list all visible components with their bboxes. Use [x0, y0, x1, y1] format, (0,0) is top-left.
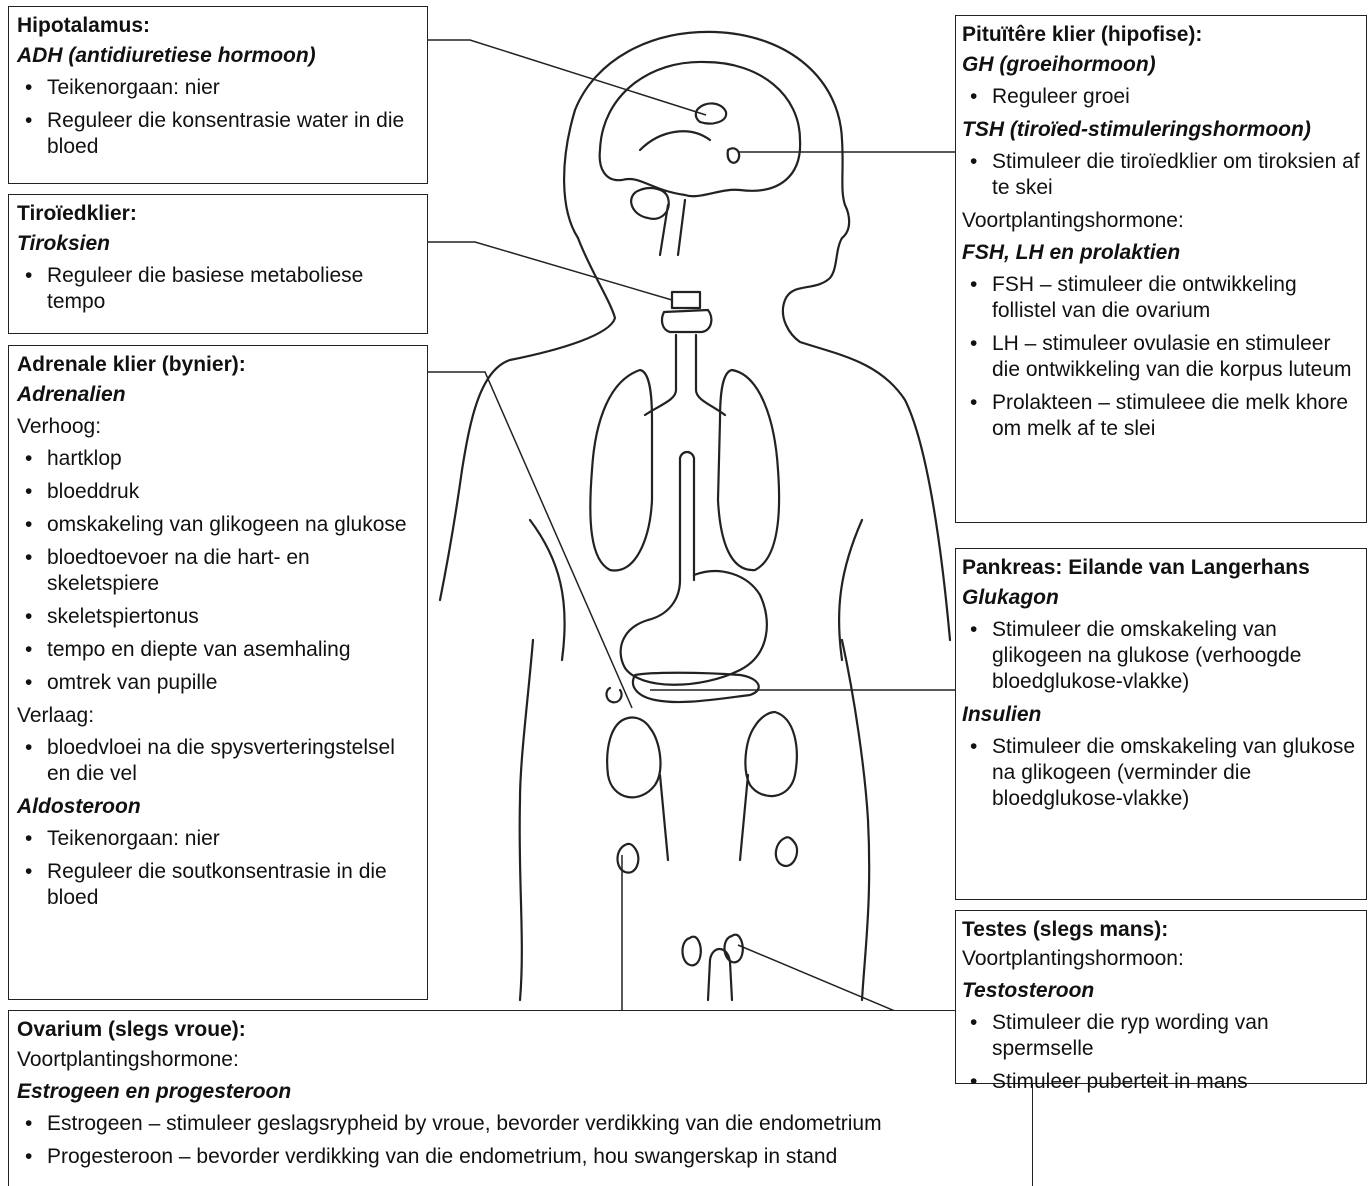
ovary-box: Ovarium (slegs vroue): Voortplantingshor… [8, 1010, 1033, 1186]
pituitary-tsh: TSH (tiroïed-stimuleringshormoon) [962, 117, 1360, 143]
hypothalamus-box: Hipotalamus: ADH (antidiuretiese hormoon… [8, 6, 428, 184]
adrenal-box: Adrenale klier (bynier): Adrenalien Verh… [8, 345, 428, 1000]
list-item: Stimuleer die omskakeling van glikogeen … [962, 617, 1360, 695]
pituitary-title: Pituïtêre klier (hipofise): [962, 22, 1360, 48]
pituitary-repro: FSH, LH en prolaktien [962, 240, 1360, 266]
adrenal-hormone-adrenaline: Adrenalien [17, 382, 419, 408]
list-item: omtrek van pupille [17, 670, 419, 696]
testes-label: Voortplantingshormoon: [962, 946, 1360, 972]
adrenal-decrease-label: Verlaag: [17, 703, 419, 729]
ovary-label: Voortplantingshormone: [17, 1047, 1024, 1073]
list-item: Stimuleer die tiroïedklier om tiroksien … [962, 149, 1360, 201]
ovary-title: Ovarium (slegs vroue): [17, 1017, 1024, 1043]
thyroid-title: Tiroïedklier: [17, 201, 419, 227]
list-item: bloedtoevoer na die hart- en skeletspier… [17, 545, 419, 597]
list-item: Teikenorgaan: nier [17, 826, 419, 852]
list-item: Stimuleer die omskakeling van glukose na… [962, 734, 1360, 812]
list-item: tempo en diepte van asemhaling [17, 637, 419, 663]
list-item: Stimuleer die ryp wording van spermselle [962, 1010, 1360, 1062]
pancreas-hormone-glucagon: Glukagon [962, 585, 1360, 611]
hypothalamus-title: Hipotalamus: [17, 13, 419, 39]
list-item: Reguleer die soutkonsentrasie in die blo… [17, 859, 419, 911]
pancreas-box: Pankreas: Eilande van Langerhans Glukago… [955, 548, 1367, 900]
adrenal-title: Adrenale klier (bynier): [17, 352, 419, 378]
list-item: Progesteroon – bevorder verdikking van d… [17, 1144, 1024, 1170]
pancreas-title: Pankreas: Eilande van Langerhans [962, 555, 1360, 581]
list-item: hartklop [17, 446, 419, 472]
list-item: Estrogeen – stimuleer geslagsrypheid by … [17, 1111, 1024, 1137]
list-item: Teikenorgaan: nier [17, 75, 419, 101]
thyroid-box: Tiroïedklier: Tiroksien Reguleer die bas… [8, 194, 428, 334]
testes-title: Testes (slegs mans): [962, 917, 1360, 943]
list-item: Reguleer die konsentrasie water in die b… [17, 108, 419, 160]
adrenal-hormone-aldosterone: Aldosteroon [17, 794, 419, 820]
pituitary-box: Pituïtêre klier (hipofise): GH (groeihor… [955, 15, 1367, 523]
list-item: Reguleer die basiese metaboliese tempo [17, 263, 419, 315]
list-item: FSH – stimuleer die ontwikkeling follist… [962, 272, 1360, 324]
pituitary-gh: GH (groeihormoon) [962, 52, 1360, 78]
list-item: bloedvloei na die spysverteringstelsel e… [17, 735, 419, 787]
pancreas-hormone-insulin: Insulien [962, 702, 1360, 728]
list-item: bloeddruk [17, 479, 419, 505]
list-item: Prolakteen – stimuleee die melk khore om… [962, 390, 1360, 442]
adrenal-increase-label: Verhoog: [17, 414, 419, 440]
ovary-hormone: Estrogeen en progesteroon [17, 1079, 1024, 1105]
list-item: omskakeling van glikogeen na glukose [17, 512, 419, 538]
thyroid-hormone: Tiroksien [17, 231, 419, 257]
list-item: LH – stimuleer ovulasie en stimuleer die… [962, 331, 1360, 383]
pituitary-repro-label: Voortplantingshormone: [962, 208, 1360, 234]
hypothalamus-hormone: ADH (antidiuretiese hormoon) [17, 43, 419, 69]
testes-hormone: Testosteroon [962, 978, 1360, 1004]
list-item: Reguleer groei [962, 84, 1360, 110]
list-item: Stimuleer puberteit in mans [962, 1069, 1360, 1095]
list-item: skeletspiertonus [17, 604, 419, 630]
testes-box: Testes (slegs mans): Voortplantingshormo… [955, 910, 1367, 1084]
